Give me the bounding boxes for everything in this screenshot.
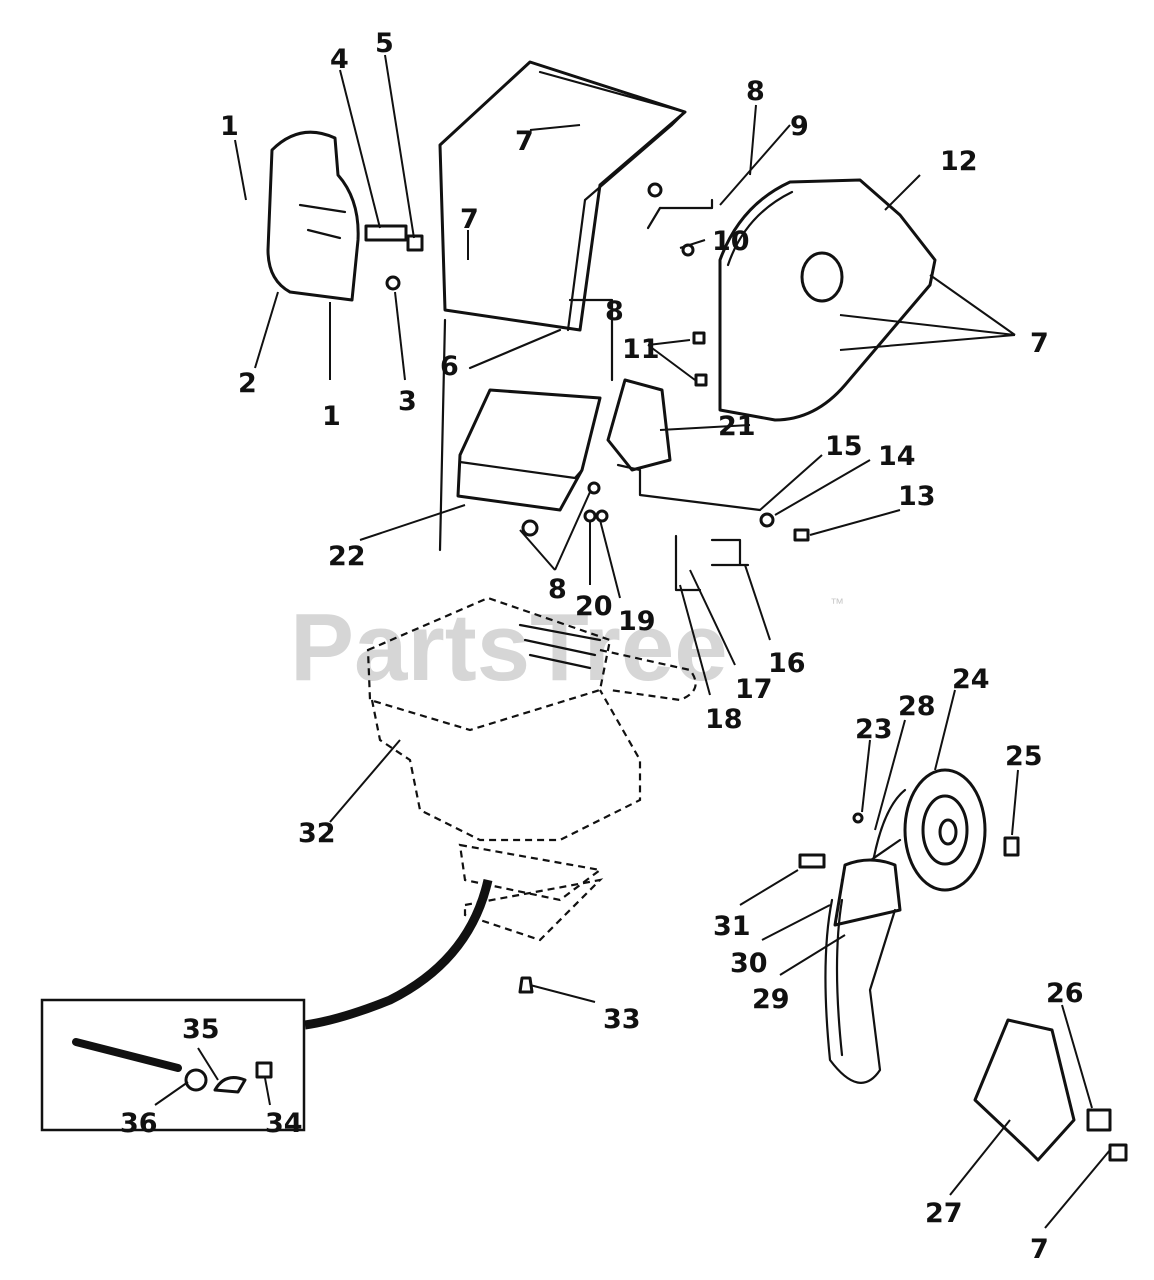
part-5-clip [406,234,424,252]
part-21-rod [568,298,614,382]
callout-10: 10 [712,226,750,257]
callout-11: 11 [622,334,660,365]
part-23-screw [852,812,864,824]
callout-7-shroud-side: 7 [460,204,479,235]
callout-14: 14 [878,441,916,472]
callout-17: 17 [735,674,773,705]
callout-27: 27 [925,1198,963,1229]
callout-31: 31 [713,911,751,942]
part-shaft [72,1038,182,1072]
part-15-link [616,463,762,512]
callout-1-bottom: 1 [322,401,341,432]
trademark-symbol: ™ [830,595,844,611]
callout-36: 36 [120,1108,158,1139]
part-8-nut-mid [587,481,601,495]
callout-5: 5 [375,28,394,59]
part-20-washer [583,509,597,523]
inset-detail-box [40,998,306,1132]
callout-4: 4 [330,44,349,75]
callout-28: 28 [898,691,936,722]
callout-35: 35 [182,1014,220,1045]
callout-16: 16 [768,648,806,679]
part-11-nut-b [694,373,708,387]
callout-7-shroud-top: 7 [515,126,534,157]
part-19-screw [595,509,609,523]
part-36-collar [184,1068,208,1092]
callout-13: 13 [898,481,936,512]
main-shroud [438,60,687,552]
callout-23: 23 [855,714,893,745]
callout-22: 22 [328,541,366,572]
part-7-bolt-lower [1108,1143,1128,1162]
callout-19: 19 [618,606,656,637]
callout-18: 18 [705,704,743,735]
callout-8-mid: 8 [605,296,624,327]
leader-lines [154,54,1111,1229]
callout-12: 12 [940,146,978,177]
part-21-control-bracket [606,378,672,472]
callout-2: 2 [238,368,257,399]
callout-8-top: 8 [746,76,765,107]
callout-1-top: 1 [220,111,239,142]
part-26-nut [1086,1108,1112,1132]
part-34-cap [255,1061,273,1079]
part-22-control-housing [456,388,602,537]
part-31-key [798,853,826,869]
part-33-bolt [518,976,534,994]
part-13-screw [793,528,810,542]
part-14-washer [759,512,775,528]
belt-and-pulley-assembly [824,768,987,1084]
callout-33: 33 [603,1004,641,1035]
callout-8-lower: 8 [548,574,567,605]
partstree-watermark: PartsTree [290,594,728,701]
callout-26: 26 [1046,978,1084,1009]
part-8-nut-top [647,182,663,198]
callout-32: 32 [298,818,336,849]
part-25-key [1003,836,1020,857]
callout-21: 21 [718,411,756,442]
part-3-nut [385,275,401,291]
callout-3: 3 [398,386,417,417]
part-4-spacer [364,224,408,242]
callout-29: 29 [752,984,790,1015]
callout-24: 24 [952,664,990,695]
side-shroud [718,178,937,422]
part-11-nut-a [692,331,706,345]
callout-20: 20 [575,591,613,622]
callout-15: 15 [825,431,863,462]
callout-34: 34 [265,1108,303,1139]
callout-labels: 1 2 1 3 4 5 6 7 7 7 7 8 8 8 9 10 11 12 1… [120,28,1084,1265]
callout-7-side-shroud: 7 [1030,328,1049,359]
callout-25: 25 [1005,741,1043,772]
part-32-engine [366,596,697,942]
part-35-fitting [213,1076,247,1094]
part-9-link-rod [646,198,714,230]
part-27-belt-guard-bracket [973,1018,1076,1162]
callout-7-bracket: 7 [1030,1234,1049,1265]
left-side-shroud [266,130,360,302]
throttle-cable [304,879,493,1030]
part-16-18-linkage [674,534,750,592]
callout-6: 6 [440,351,459,382]
callout-9: 9 [790,111,809,142]
callout-30: 30 [730,948,768,979]
